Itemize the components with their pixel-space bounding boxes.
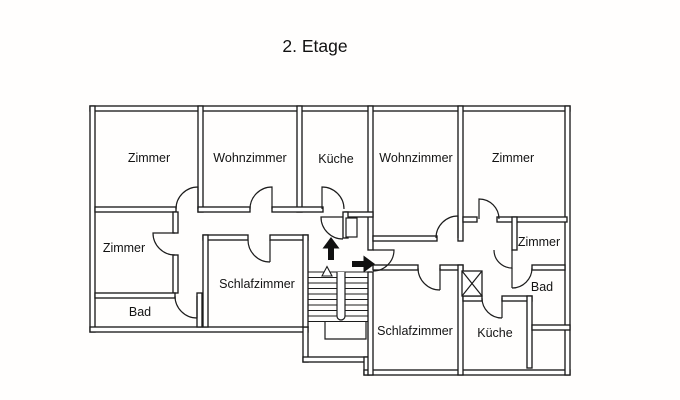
wall-segment	[89, 105, 96, 333]
wall-segment	[344, 211, 374, 218]
wall-segment	[271, 206, 324, 213]
wall-segment	[457, 264, 464, 376]
wall-segment	[531, 324, 571, 331]
interior-walls	[94, 105, 571, 376]
room-label-bad-right: Bad	[531, 280, 553, 294]
wall-segment	[94, 292, 176, 299]
doors	[152, 186, 533, 319]
room-label-zimmer-top-left: Zimmer	[128, 151, 170, 165]
wall-segment	[302, 234, 309, 328]
room-label-kueche-right: Küche	[477, 326, 512, 340]
room-labels: Zimmer Wohnzimmer Küche Wohnzimmer Zimme…	[103, 151, 560, 340]
room-label-schlafzimmer-left: Schlafzimmer	[219, 277, 295, 291]
room-label-zimmer-mid-left: Zimmer	[103, 241, 145, 255]
wall-segment	[197, 105, 204, 213]
arrow-right-icon	[352, 255, 375, 273]
room-label-zimmer-mid-right: Zimmer	[518, 235, 560, 249]
door-bad-left	[174, 295, 198, 319]
wall-segment	[531, 264, 566, 271]
x-box-icon	[461, 270, 483, 297]
wall-segment	[526, 295, 533, 369]
wall-segment	[89, 105, 571, 112]
wall-segment	[564, 105, 571, 376]
wall-segment	[172, 211, 179, 234]
wall-segment	[367, 271, 374, 376]
direction-arrows	[322, 237, 375, 273]
wall-segment	[89, 326, 309, 333]
wall-segment	[202, 234, 209, 328]
vestibule-door-leaf	[345, 217, 358, 238]
room-label-zimmer-top-right: Zimmer	[492, 151, 534, 165]
door-entry-right-apartment	[372, 249, 395, 272]
staircase	[308, 265, 368, 340]
door-wohnzimmer-right	[435, 215, 459, 239]
room-label-kueche-left: Küche	[318, 152, 353, 166]
door-kueche-right	[481, 297, 503, 319]
outer-walls	[89, 105, 571, 376]
door-zimmer-top-left	[175, 186, 199, 210]
wall-segment	[296, 105, 303, 213]
room-label-schlafzimmer-right: Schlafzimmer	[377, 324, 453, 338]
wall-segment	[302, 356, 370, 363]
door-kueche-left	[321, 186, 345, 210]
door-entry-left-apartment	[320, 216, 344, 240]
room-label-bad-left: Bad	[129, 305, 151, 319]
wall-segment	[372, 264, 419, 271]
wall-segment	[363, 369, 571, 376]
wall-segment	[496, 216, 568, 223]
wall-segment	[462, 216, 478, 223]
wall-segment	[197, 206, 251, 213]
wall-segment	[172, 254, 179, 294]
door-zimmer-mid-right	[493, 249, 513, 269]
wall-segment	[269, 234, 309, 241]
wall-segment	[202, 234, 249, 241]
door-schlafzimmer-right	[417, 267, 441, 291]
door-zimmer-mid-left	[152, 232, 176, 256]
wall-segment	[372, 235, 438, 242]
stair-landing-outline	[324, 322, 367, 340]
door-schlafzimmer-left	[247, 239, 271, 263]
wall-segment	[511, 216, 518, 251]
door-wohnzimmer-left	[249, 186, 273, 210]
room-label-wohnzimmer-left: Wohnzimmer	[213, 151, 286, 165]
triangle-up-icon	[321, 265, 333, 277]
shaft-cross-line	[461, 270, 483, 297]
door-zimmer-top-right	[478, 198, 500, 220]
page-title: 2. Etage	[282, 36, 347, 56]
wall-segment	[94, 206, 177, 213]
wall-segment	[196, 292, 203, 328]
wall-segment	[457, 105, 464, 242]
room-label-wohnzimmer-right: Wohnzimmer	[379, 151, 452, 165]
door-bad-right	[511, 267, 533, 289]
wall-segment	[367, 105, 374, 251]
stair-stringer	[336, 272, 346, 321]
wall-segment	[462, 295, 483, 302]
arrow-up-icon	[322, 237, 340, 260]
